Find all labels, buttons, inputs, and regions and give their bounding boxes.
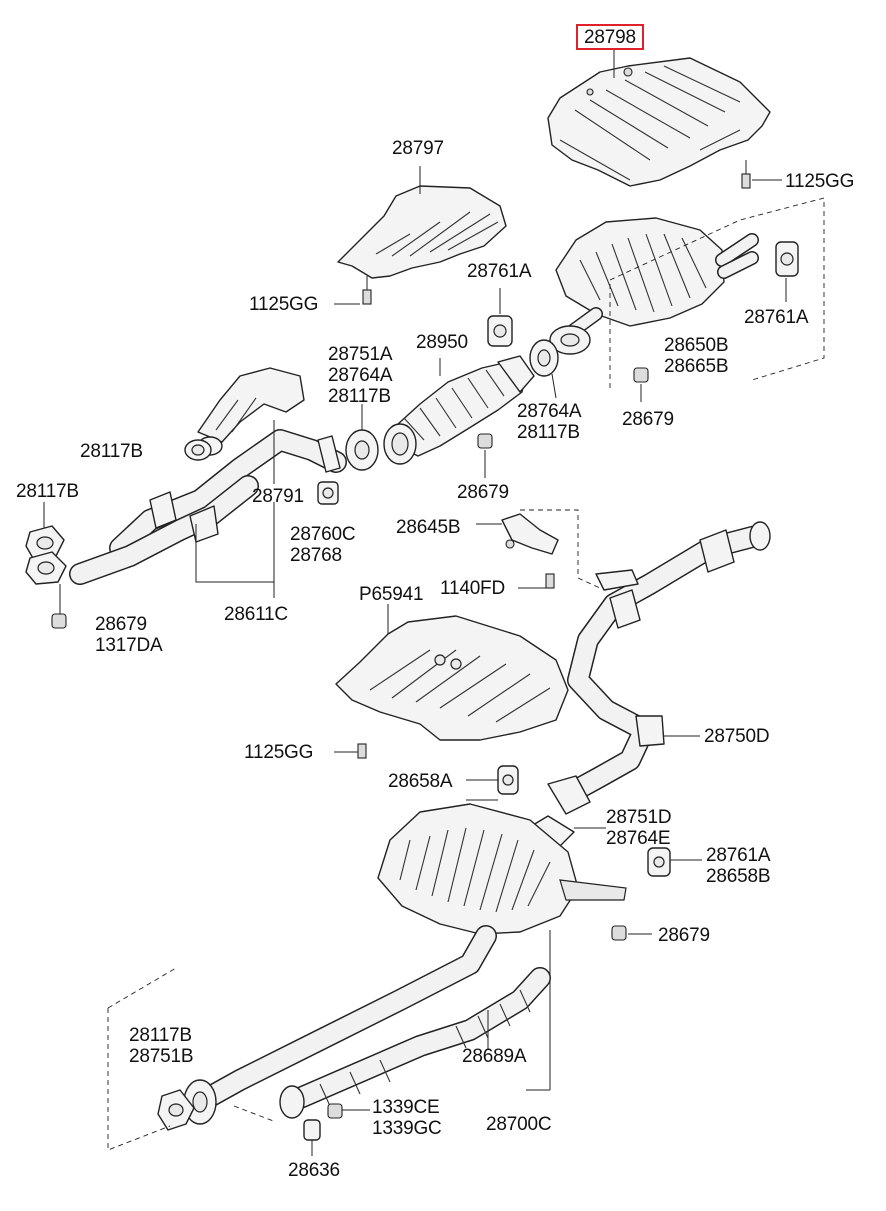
rear-muffler-28700c[interactable] bbox=[377, 803, 627, 935]
part-label-28791[interactable]: 28791 bbox=[252, 486, 304, 507]
part-label-28751d-group[interactable]: 28751D 28764E bbox=[606, 807, 672, 849]
heat-shield-28798[interactable] bbox=[547, 57, 771, 187]
bolt-1125gg-low bbox=[334, 743, 367, 759]
part-label-28117b-c[interactable]: 28117B bbox=[80, 441, 143, 462]
part-label-28751b[interactable]: 28751B bbox=[129, 1046, 194, 1067]
bolt-1125gg-mid bbox=[334, 276, 372, 305]
part-label-1339gc[interactable]: 1339GC bbox=[372, 1118, 442, 1139]
flange-left bbox=[25, 502, 67, 585]
part-label-28764a-a[interactable]: 28764A bbox=[328, 365, 393, 386]
clamp-1339ce bbox=[327, 1103, 370, 1119]
bolt-1125gg-top bbox=[741, 160, 782, 189]
gasket-28751a bbox=[345, 404, 379, 471]
part-label-28658b[interactable]: 28658B bbox=[706, 866, 771, 887]
part-label-28761a-low-group[interactable]: 28761A 28658B bbox=[706, 845, 771, 887]
part-label-28645b[interactable]: 28645B bbox=[396, 517, 461, 538]
part-label-28751d[interactable]: 28751D bbox=[606, 807, 672, 828]
part-label-28117b-a[interactable]: 28117B bbox=[328, 386, 391, 407]
part-label-28798-highlighted[interactable]: 28798 bbox=[576, 24, 644, 50]
part-label-28751a-group[interactable]: 28751A 28764A 28117B bbox=[328, 344, 393, 407]
part-label-28658a[interactable]: 28658A bbox=[388, 771, 453, 792]
flange-rear bbox=[157, 1089, 195, 1131]
part-label-28761a-low[interactable]: 28761A bbox=[706, 845, 771, 866]
hanger-28760c[interactable] bbox=[317, 481, 339, 505]
part-label-28679-a[interactable]: 28679 bbox=[622, 409, 674, 430]
part-label-28650b[interactable]: 28650B bbox=[664, 335, 729, 356]
part-label-1339ce[interactable]: 1339CE bbox=[372, 1097, 440, 1118]
part-label-1125gg-low[interactable]: 1125GG bbox=[244, 742, 314, 763]
center-pipe-28750d[interactable] bbox=[547, 521, 771, 815]
part-label-28764a-b[interactable]: 28764A bbox=[517, 401, 582, 422]
part-label-28117b-e[interactable]: 28117B bbox=[129, 1025, 192, 1046]
part-label-28679-c-group[interactable]: 28679 1317DA bbox=[95, 614, 163, 656]
part-label-28117b-d[interactable]: 28117B bbox=[16, 481, 79, 502]
part-label-1125gg-top[interactable]: 1125GG bbox=[785, 171, 855, 192]
part-label-28679-b[interactable]: 28679 bbox=[457, 482, 509, 503]
part-label-28611c[interactable]: 28611C bbox=[224, 604, 288, 625]
nut-28679-d bbox=[611, 925, 652, 941]
part-label-28665b[interactable]: 28665B bbox=[664, 356, 729, 377]
hanger-28761a-right[interactable] bbox=[775, 241, 799, 302]
part-label-p65941[interactable]: P65941 bbox=[359, 584, 424, 605]
hanger-28658a[interactable] bbox=[466, 765, 519, 801]
front-pipe-28611c[interactable] bbox=[69, 367, 347, 585]
part-label-1317da[interactable]: 1317DA bbox=[95, 635, 163, 656]
part-label-28650b-group[interactable]: 28650B 28665B bbox=[664, 335, 729, 377]
clamp-28636 bbox=[303, 1119, 321, 1156]
part-label-28764a-group[interactable]: 28764A 28117B bbox=[517, 401, 582, 443]
muffler-28650b[interactable] bbox=[549, 217, 759, 355]
part-label-28679-d[interactable]: 28679 bbox=[658, 925, 710, 946]
part-label-28750d[interactable]: 28750D bbox=[704, 726, 770, 747]
bolt-1140fd bbox=[518, 573, 555, 589]
part-label-28764e[interactable]: 28764E bbox=[606, 828, 671, 849]
part-label-28700c[interactable]: 28700C bbox=[486, 1114, 552, 1135]
nut-28679-b bbox=[477, 433, 493, 478]
part-label-28679-c[interactable]: 28679 bbox=[95, 614, 147, 635]
heat-shield-28797[interactable] bbox=[337, 166, 507, 279]
bracket-28645b[interactable] bbox=[476, 513, 559, 555]
part-label-28117b-b[interactable]: 28117B bbox=[517, 422, 580, 443]
part-label-28797[interactable]: 28797 bbox=[392, 138, 444, 159]
part-label-1339ce-group[interactable]: 1339CE 1339GC bbox=[372, 1097, 442, 1139]
part-label-28761a-top-left[interactable]: 28761A bbox=[467, 261, 532, 282]
part-label-28760c[interactable]: 28760C bbox=[290, 524, 356, 545]
part-label-28761a-top-right[interactable]: 28761A bbox=[744, 307, 809, 328]
gasket-28117b-a bbox=[184, 439, 212, 461]
nut-28679-c bbox=[51, 584, 67, 629]
part-label-28768[interactable]: 28768 bbox=[290, 545, 342, 566]
hanger-28761a-low[interactable] bbox=[647, 847, 702, 877]
part-label-1140fd[interactable]: 1140FD bbox=[440, 578, 505, 599]
hanger-28761a-left[interactable] bbox=[487, 288, 513, 347]
heat-shield-p65941[interactable] bbox=[335, 604, 569, 741]
part-label-28950[interactable]: 28950 bbox=[416, 332, 468, 353]
part-label-28689a[interactable]: 28689A bbox=[462, 1046, 527, 1067]
catalytic-converter-28950[interactable] bbox=[383, 355, 535, 465]
part-label-28117b-e-group[interactable]: 28117B 28751B bbox=[129, 1025, 194, 1067]
part-label-28751a[interactable]: 28751A bbox=[328, 344, 393, 365]
nut-28679-a bbox=[633, 367, 649, 402]
resonator-28689a[interactable] bbox=[279, 967, 551, 1119]
part-label-28760c-group[interactable]: 28760C 28768 bbox=[290, 524, 356, 566]
gasket-upper bbox=[529, 339, 559, 399]
part-label-1125gg-mid[interactable]: 1125GG bbox=[249, 294, 319, 315]
part-label-28636[interactable]: 28636 bbox=[288, 1160, 340, 1181]
